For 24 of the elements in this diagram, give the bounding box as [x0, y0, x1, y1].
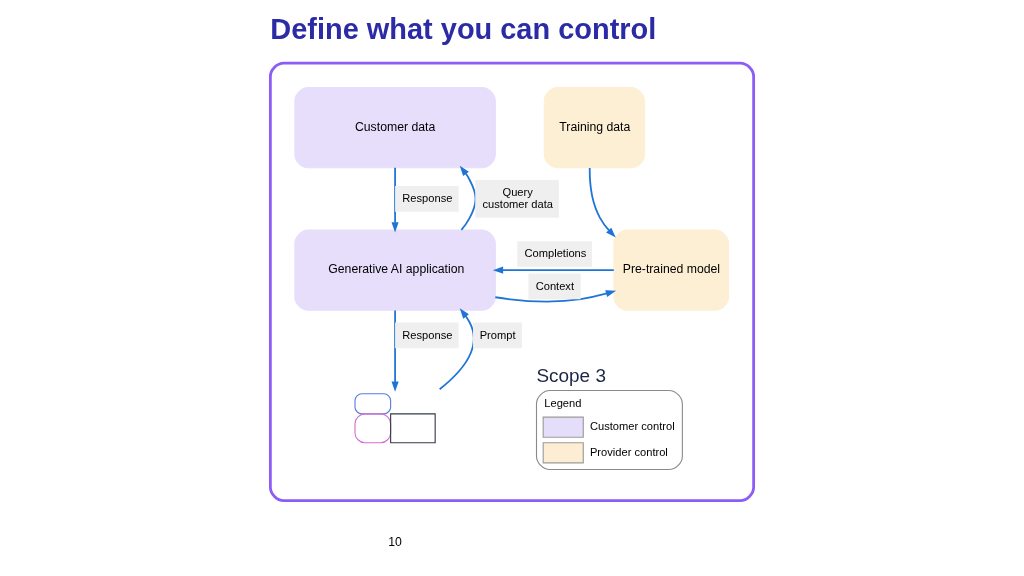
node-box: Pre-trained model	[613, 229, 730, 311]
arrow	[438, 308, 475, 391]
label: 10	[388, 535, 402, 550]
label: Scope 3	[536, 365, 606, 387]
edge-label: Query customer data	[482, 185, 553, 210]
label: Legend	[544, 397, 582, 410]
arrow	[494, 290, 617, 303]
arrow	[391, 166, 399, 233]
diagram-title: Define what you can control	[270, 13, 657, 46]
arrow	[588, 167, 616, 238]
legend-label: Customer control	[589, 419, 675, 432]
arrow	[459, 165, 477, 231]
node-box: Training data	[543, 87, 646, 169]
arrow	[391, 309, 399, 392]
edge-label: Prompt	[479, 328, 516, 341]
node-box: Generative AI application	[294, 229, 496, 311]
edge-label: Context	[535, 279, 575, 292]
cluster	[268, 61, 756, 503]
edge-label: Response	[402, 192, 453, 205]
node-box: Customer data	[294, 87, 496, 169]
edge-label: Completions	[524, 247, 587, 260]
edge-label: Response	[402, 328, 453, 341]
legend-label: Provider control	[589, 445, 668, 458]
arrow	[492, 266, 615, 274]
